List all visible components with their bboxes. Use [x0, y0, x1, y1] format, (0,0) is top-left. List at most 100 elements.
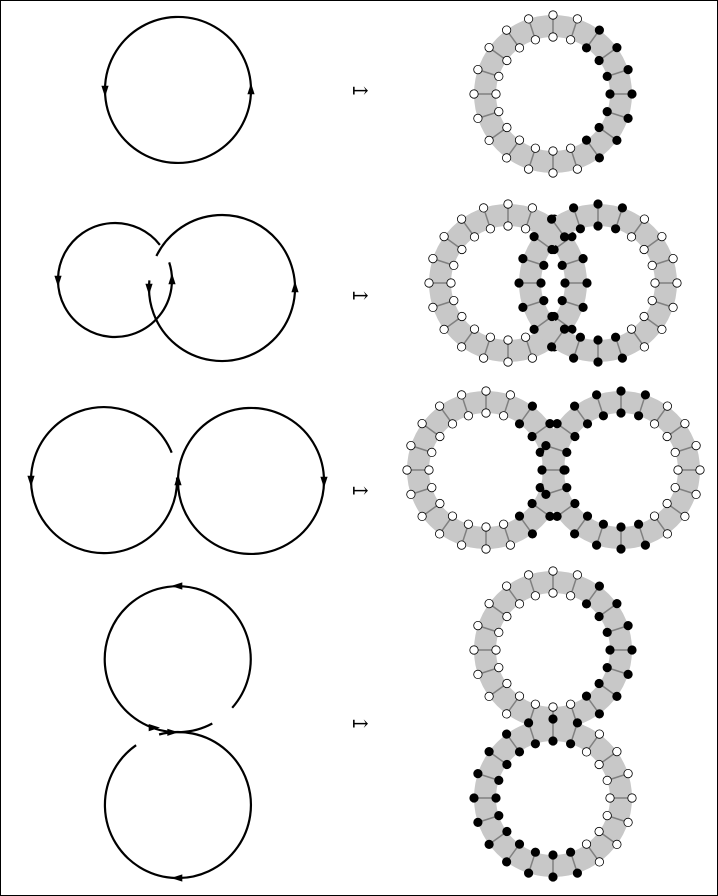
row1-ring-bead-inner-5 — [565, 143, 576, 153]
row4-ring-top-bead-inner-19 — [594, 611, 604, 622]
row3-ring-right-bead-inner-12 — [562, 447, 572, 457]
row4-ring-bottom-bead-inner-11 — [491, 793, 501, 803]
row3-ring-right-bead-inner-13 — [570, 431, 580, 442]
row4-ring-top-bead-outer-3 — [612, 691, 622, 702]
row4-ring-top-bead-inner-4 — [581, 691, 592, 701]
row4-ring-bottom-bead-outer-8 — [501, 857, 512, 867]
row2-ring-right-bead-inner-4 — [626, 324, 637, 334]
row4-ring-bottom-bead-inner-3 — [594, 826, 604, 837]
row3-ring-left-bead-outer-7 — [456, 540, 467, 550]
row4-ring-top-bead-inner-8 — [514, 691, 525, 701]
row1-loop-arrowhead-2 — [247, 83, 255, 95]
row2-ring-left-bead-outer-17 — [527, 203, 538, 213]
row3-ring-left-bead-inner-19 — [527, 431, 537, 442]
row3-ring-right-bead-outer-16 — [616, 386, 626, 396]
row1-ring-bead-outer-6 — [548, 168, 558, 178]
row4-ring-top-bead-inner-12 — [494, 627, 504, 638]
row2-ring-left-bead-outer-9 — [439, 324, 449, 334]
row2-ring-right-bead-outer-19 — [657, 232, 667, 242]
row4-ring-top-bead-outer-20 — [623, 620, 633, 631]
row1-ring-bead-outer-4 — [594, 153, 605, 163]
row4-ring-bottom-bead-inner-12 — [494, 775, 504, 786]
row3-ring-right-bead-inner-18 — [649, 419, 660, 429]
row4-ring-top — [469, 566, 637, 734]
row1-ring-bead-outer-19 — [612, 42, 622, 53]
row4-loop-bottom-arrowhead-2 — [171, 874, 183, 882]
row4-ring-top-bead-outer-2 — [623, 669, 633, 680]
row4-ring-bottom-bead-outer-12 — [473, 768, 483, 779]
row3-ring-left-bead-inner-17 — [498, 411, 509, 421]
row2-ring-left-bead-outer-13 — [439, 232, 449, 242]
row2-loop-right-arrowhead-2 — [291, 281, 299, 293]
row4-ring-bottom-bead-outer-19 — [612, 746, 622, 757]
row3-ring-left-bead-outer-10 — [406, 489, 416, 499]
row1-ring-bead-inner-18 — [581, 43, 592, 53]
row2-ring-left-bead-outer-12 — [428, 254, 438, 264]
row1-ring-bead-inner-17 — [565, 35, 576, 45]
row4-loop-top-arrowhead-2 — [148, 724, 160, 732]
row1-ring-bead-outer-13 — [484, 42, 494, 53]
row4-ring-top-bead-inner-2 — [602, 662, 612, 673]
row4-ring-top-bead-outer-12 — [473, 620, 483, 631]
row4-ring-bottom-bead-inner-18 — [581, 747, 592, 757]
row3-ring-left-bead-inner-5 — [498, 519, 509, 529]
row2-ring-right-bead-outer-9 — [529, 324, 539, 334]
row4-ring-bottom — [469, 714, 637, 882]
row1-ring-band — [474, 15, 632, 173]
row4-ring-bottom-bead-outer-18 — [594, 729, 605, 739]
row1-ring-bead-inner-1 — [605, 89, 615, 99]
row3-ring-right-bead-outer-11 — [537, 465, 547, 475]
row4-ring-top-bead-inner-14 — [514, 599, 525, 609]
maps-to-arrow-1: ↦ — [352, 78, 369, 102]
row4-ring-bottom-bead-outer-16 — [548, 714, 558, 724]
row2-ring-right-bead-inner-18 — [626, 232, 637, 242]
row3-loop-left-arc-1 — [29, 406, 179, 555]
row2-ring-left-bead-inner-13 — [457, 244, 467, 255]
row1-ring-bead-inner-7 — [530, 143, 541, 153]
row2-ring-left-bead-outer-20 — [578, 254, 588, 264]
row2-ring-left-bead-inner-1 — [560, 278, 570, 288]
row2-ring-left-bead-inner-16 — [503, 221, 513, 231]
row3-ring-right-bead-inner-4 — [649, 511, 660, 521]
row4-ring-bottom-bead-inner-13 — [502, 759, 512, 770]
row1-ring-bead-outer-14 — [501, 25, 512, 35]
row4-ring-bottom-bead-inner-8 — [514, 839, 525, 849]
row1-ring-bead-outer-11 — [469, 89, 479, 99]
row4-ring-top-bead-inner-7 — [530, 699, 541, 709]
row3-ring-right-bead-inner-3 — [662, 498, 672, 509]
row4-ring-top-bead-outer-16 — [548, 566, 558, 576]
row3-ring-left-bead-inner-18 — [514, 419, 525, 429]
row3-ring-right-bead-inner-6 — [616, 522, 626, 532]
row4-ring-bottom-bead-inner-7 — [530, 847, 541, 857]
row1-ring-bead-outer-15 — [523, 14, 534, 24]
row3-ring-left-bead-inner-3 — [527, 498, 537, 509]
row1-ring-bead-inner-10 — [494, 107, 504, 117]
row4-ring-bottom-bead-outer-15 — [523, 718, 534, 728]
row1-ring-bead-outer-18 — [594, 25, 605, 35]
row2-ring-right-bead-outer-10 — [518, 302, 528, 312]
row2-ring-left-bead-outer-5 — [527, 353, 538, 363]
row1-ring-bead-inner-2 — [602, 107, 612, 117]
row4-loop-top-arc-1 — [103, 585, 252, 734]
row3-ring-right-bead-inner-9 — [570, 498, 580, 509]
row4-ring-bottom-bead-inner-6 — [548, 850, 558, 860]
row1-ring-bead-inner-4 — [581, 135, 592, 145]
row3-ring-right-bead-outer-18 — [662, 401, 673, 411]
row2-ring-right-bead-inner-10 — [539, 295, 549, 306]
row2-ring-right-bead-inner-17 — [610, 224, 621, 234]
row4-ring-top-bead-inner-6 — [548, 702, 558, 712]
row4-ring-top-bead-outer-18 — [594, 581, 605, 591]
link-diagrams — [27, 15, 328, 882]
row1-ring-bead-inner-14 — [514, 43, 525, 53]
row2-ring-right-bead-outer-13 — [529, 232, 539, 242]
row4-ring-bottom-bead-inner-17 — [565, 739, 576, 749]
row2-ring-right-bead-inner-13 — [547, 244, 557, 255]
row1-ring-bead-inner-9 — [502, 122, 512, 133]
row1-ring-bead-outer-8 — [501, 153, 512, 163]
row2-ring-left-bead-inner-11 — [446, 278, 456, 288]
row3-ring-right-bead-outer-5 — [640, 540, 651, 550]
row4-loop-top-arrowhead-1 — [171, 582, 183, 590]
row4-ring-top-bead-outer-11 — [469, 645, 479, 655]
row4-ring-top-bead-outer-13 — [484, 598, 494, 609]
